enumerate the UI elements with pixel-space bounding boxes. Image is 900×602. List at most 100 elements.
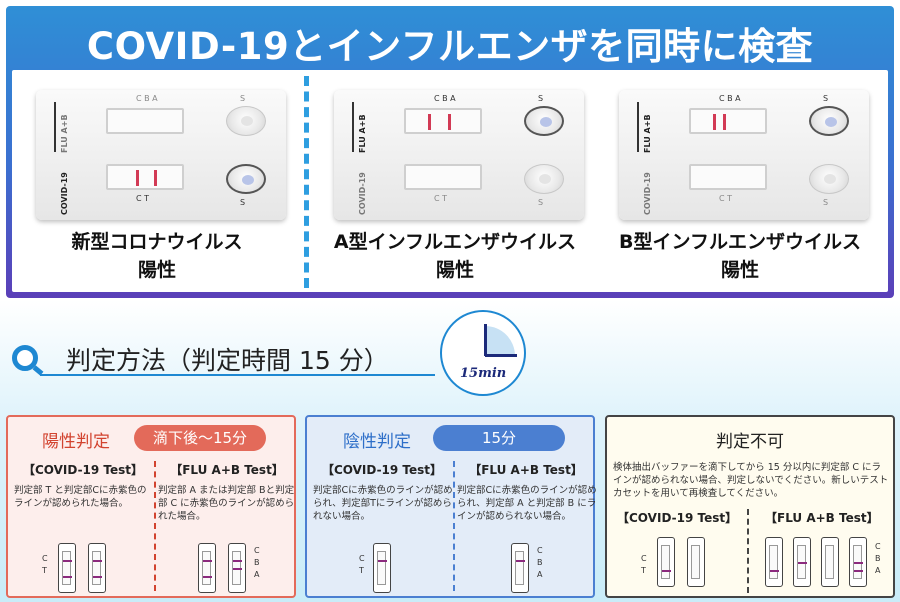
strip-letter: T [641,566,646,575]
clock-minute-hand [484,324,487,356]
cassette-window-flu [689,108,767,134]
test-strip-covid-invalid [687,537,705,587]
test-strip-covid-positive [88,543,106,593]
sample-well-covid [226,164,266,194]
strip-letter: C [42,554,48,563]
cassette-marker-line [352,102,354,152]
box-header: 陰性判定 15分 [307,425,593,452]
column-divider [154,461,156,591]
sample-well-flu [809,106,849,136]
strip-letter: A [254,570,260,579]
clock-quarter [485,326,515,356]
cassette-window-covid [689,164,767,190]
negative-judgement-box: 陰性判定 15分 【COVID-19 Test】 判定部Cに赤紫色のラインが認め… [305,415,597,598]
magnifier-icon [12,345,38,371]
test-line [154,170,157,186]
panel-divider [304,76,309,288]
test-line-a [448,114,451,130]
method-heading: 判定方法（判定時間 15 分） [66,346,389,375]
banner-frame: COVID-19とインフルエンザを同時に検査 FLU A+B COVID-19 … [6,6,894,298]
timing-badge: 滴下後〜15分 [134,425,266,451]
test-strip-flu-negative [511,543,529,593]
covid-column: 【COVID-19 Test】 判定部 T と判定部Cに赤紫色のラインが認められ… [12,461,154,510]
panel-caption: B型インフルエンザウイルス 陽性 [595,228,885,284]
cassette-window-flu [404,108,482,134]
well-label-top: S [538,94,544,103]
test-strip-flu-invalid [821,537,839,587]
strip-letter: C [359,554,365,563]
cassette-window-flu [106,108,184,134]
cassette-flu-label: FLU A+B [643,114,652,153]
cassette-window-covid [404,164,482,190]
strip-letter: C [254,546,260,555]
flu-test-description: 判定部Cに赤紫色のラインが認められ、判定部 A と判定部 B にラインが認められ… [457,485,597,522]
panel-covid-positive: FLU A+B COVID-19 C B A C T S S 新型コロナウイルス… [12,70,302,292]
test-strip-flu-invalid [793,537,811,587]
strip-letter: B [254,558,260,567]
strip-letter: C [875,542,881,551]
covid-test-description: 判定部 T と判定部Cに赤紫色のラインが認められた場合。 [14,485,147,509]
flu-column: 【FLU A+B Test】 判定部Cに赤紫色のラインが認められ、判定部 A と… [455,461,597,523]
box-header: 陽性判定 滴下後〜15分 [8,425,294,452]
cassette-top-letters: C B A [434,94,456,103]
covid-column: 【COVID-19 Test】 判定部Cに赤紫色のラインが認められ、判定部Tにラ… [311,461,453,523]
cassette-marker-line [637,102,639,152]
cassette-window-covid [106,164,184,190]
heading-underline [40,374,435,376]
strip-letter: A [537,570,543,579]
strip-letter: C [641,554,647,563]
flu-test-description: 判定部 A または判定部 Bと判定部 C に赤紫色のラインが認められた場合。 [158,485,295,522]
cassette-covid-label: COVID-19 [358,172,367,215]
test-strip-flu-positive [228,543,246,593]
box-title: 陰性判定 [343,432,411,452]
strip-letter: T [359,566,364,575]
test-strip-flu-invalid [849,537,867,587]
cassette-covid-label: COVID-19 [60,172,69,215]
flu-test-title: 【FLU A+B Test】 [469,463,583,477]
test-cassette-image: FLU A+B COVID-19 C B A C T S S [619,90,869,220]
cassette-top-letters: C B A [719,94,741,103]
test-strip-covid-positive [58,543,76,593]
cassette-bottom-letters: C T [719,194,733,203]
test-strip-covid-negative [373,543,391,593]
strip-letter: B [875,554,881,563]
cassette-top-letters: C B A [136,94,158,103]
cassette-bottom-letters: C T [136,194,150,203]
cassette-flu-label: FLU A+B [60,114,69,153]
test-cassette-image: FLU A+B COVID-19 C B A C T S S [334,90,584,220]
test-strip-flu-invalid [765,537,783,587]
clock-hour-hand [485,354,517,357]
sample-well-covid [524,164,564,194]
sample-well-covid [809,164,849,194]
clock-icon: 15min [440,310,526,396]
sample-well-flu [226,106,266,136]
panel-flu-b-positive: FLU A+B COVID-19 C B A C T S S B型インフルエンザ… [595,70,885,292]
well-label-bottom: S [823,198,829,207]
flu-test-title: 【FLU A+B Test】 [765,511,879,525]
box-title: 判定不可 [716,432,784,452]
covid-test-description: 判定部Cに赤紫色のラインが認められ、判定部Tにラインが認められない場合。 [313,485,453,522]
test-strip-covid-invalid [657,537,675,587]
banner-title: COVID-19とインフルエンザを同時に検査 [86,25,814,68]
covid-test-title: 【COVID-19 Test】 [617,511,738,525]
covid-test-title: 【COVID-19 Test】 [22,463,144,477]
strip-letter: C [537,546,543,555]
covid-test-title: 【COVID-19 Test】 [321,463,443,477]
cassette-marker-line [54,102,56,152]
banner-panels: FLU A+B COVID-19 C B A C T S S 新型コロナウイルス… [12,70,888,292]
timing-badge: 15分 [433,425,565,451]
test-line-b [723,114,726,130]
panel-caption: 新型コロナウイルス 陽性 [12,228,302,284]
column-divider [747,509,749,593]
positive-judgement-box: 陽性判定 滴下後〜15分 【COVID-19 Test】 判定部 T と判定部C… [6,415,296,598]
cassette-flu-label: FLU A+B [358,114,367,153]
column-divider [453,461,455,591]
invalid-judgement-box: 判定不可 検体抽出バッファーを滴下してから 15 分以内に判定部 C にラインが… [605,415,895,598]
caption-line-2: 陽性 [137,259,176,281]
control-line [136,170,139,186]
well-label-bottom: S [240,198,246,207]
strip-letter: T [42,566,47,575]
caption-line-1: 新型コロナウイルス [71,231,243,253]
control-line [713,114,716,130]
well-label-top: S [240,94,246,103]
